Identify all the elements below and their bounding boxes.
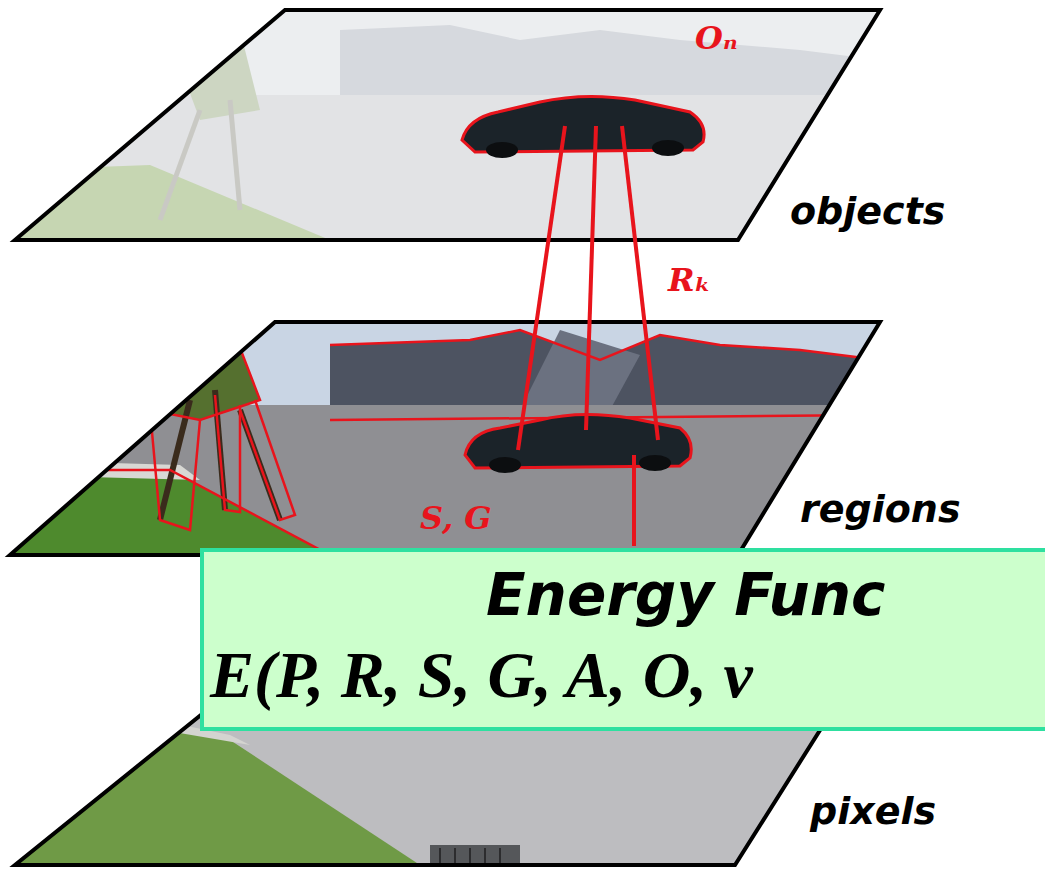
region-label: S, G — [420, 500, 492, 537]
objects-layer-frame — [15, 10, 880, 240]
energy-formula: E(P, R, S, G, A, O, v — [210, 637, 1045, 713]
object-label: Oₙ — [695, 20, 738, 57]
energy-function-box: Energy FuncE(P, R, S, G, A, O, v — [200, 548, 1045, 731]
layer-name: objects — [790, 190, 945, 234]
layer-name: pixels — [810, 790, 936, 834]
objects-layer-image — [0, 5, 900, 245]
correspondence-lines — [518, 126, 658, 546]
layer-name: regions — [800, 488, 961, 532]
pixels-layer-frame — [15, 635, 880, 865]
regions-layer-frame — [10, 322, 880, 555]
relation-label: Rₖ — [668, 262, 711, 299]
regions-layer-image — [0, 318, 900, 565]
box-heading: Energy Func — [486, 562, 1045, 629]
